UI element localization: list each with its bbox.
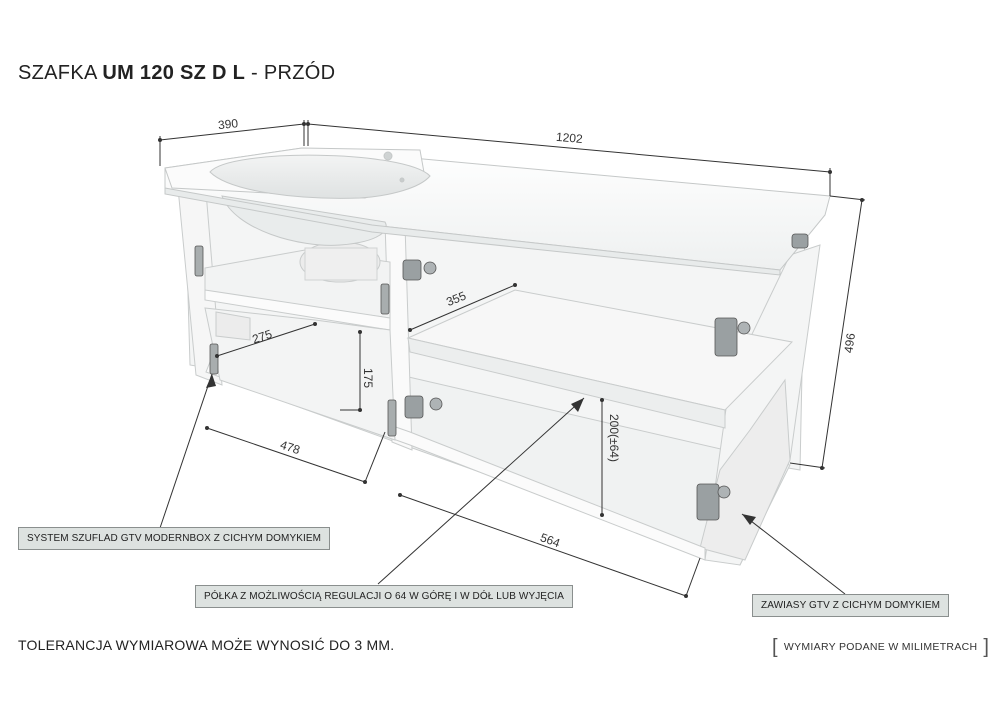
units-note: [ WYMIARY PODANE W MILIMETRACH] xyxy=(772,636,989,659)
dim-200-label: 200(±64) xyxy=(607,414,621,462)
page-title: SZAFKA UM 120 SZ D L - PRZÓD xyxy=(18,62,335,85)
dimension-ticks xyxy=(158,122,864,598)
title-model: UM 120 SZ D L xyxy=(102,62,246,84)
drawer-runners xyxy=(194,245,397,437)
dim-175-label: 175 xyxy=(361,368,375,388)
tolerance-note: TOLERANCJA WYMIAROWA MOŻE WYNOSIĆ DO 3 M… xyxy=(18,637,395,653)
callout-leaders xyxy=(159,373,846,595)
hinge-top-right xyxy=(791,233,809,249)
hinge-upper-middle xyxy=(402,259,437,281)
hinge-upper-right xyxy=(714,317,751,357)
dim-564-label: 564 xyxy=(538,530,562,550)
title-prefix: SZAFKA xyxy=(18,62,103,84)
hinge-lower-right xyxy=(696,483,731,521)
bracket-open: [ xyxy=(772,636,778,658)
callout-adjustable-shelf: PÓŁKA Z MOŻLIWOŚCIĄ REGULACJI O 64 W GÓR… xyxy=(195,585,574,608)
dim-496-label: 496 xyxy=(841,332,858,354)
countertop xyxy=(164,147,831,276)
callout-drawer-system: SYSTEM SZUFLAD GTV MODERNBOX Z CICHYM DO… xyxy=(18,527,331,550)
dim-275-label: 275 xyxy=(250,327,274,347)
dim-478-label: 478 xyxy=(278,438,302,458)
dim-1202-label: 1202 xyxy=(555,130,583,146)
bracket-close: ] xyxy=(983,636,990,658)
units-note-text: WYMIARY PODANE W MILIMETRACH xyxy=(783,641,978,653)
callout-hinges: ZAWIASY GTV Z CICHYM DOMYKIEM xyxy=(752,594,950,617)
dimension-lines xyxy=(159,120,866,597)
title-suffix: - PRZÓD xyxy=(245,62,336,84)
hinge-lower-middle xyxy=(404,395,443,419)
dim-390-label: 390 xyxy=(217,116,239,132)
adjustable-shelf xyxy=(406,289,794,429)
drawer-lower xyxy=(204,307,396,441)
drawer-upper xyxy=(204,241,391,331)
